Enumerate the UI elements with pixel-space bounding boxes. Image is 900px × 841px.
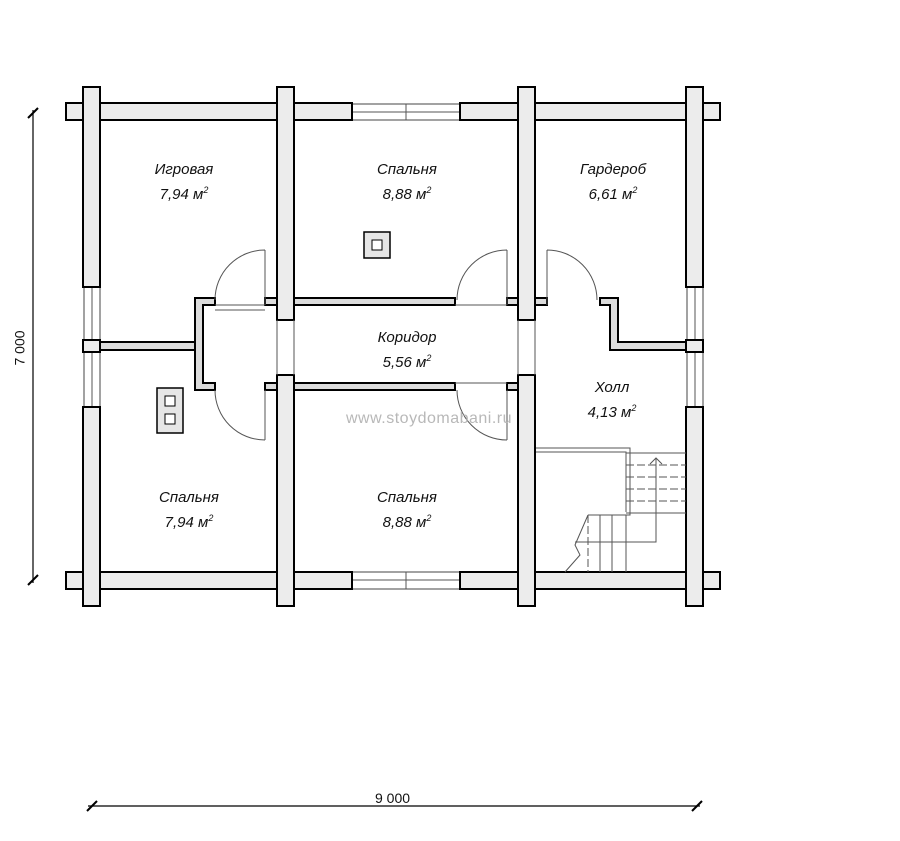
room-area: 7,94 м2 (164, 513, 214, 531)
room-name: Коридор (377, 329, 437, 346)
width-dimension-label: 9 000 (375, 790, 411, 806)
room-area: 6,61 м2 (588, 185, 638, 203)
partitions (82, 297, 704, 391)
room-area: 7,94 м2 (159, 185, 209, 203)
room-name: Спальня (377, 489, 437, 506)
room-name: Игровая (154, 161, 214, 178)
room-name: Спальня (377, 161, 437, 178)
room-area: 4,13 м2 (587, 403, 637, 421)
room-area: 8,88 м2 (382, 513, 432, 531)
staircase (536, 447, 686, 573)
room-label-igrovaya: Игровая 7,94 м2 (124, 160, 244, 205)
watermark: www.stoydomabani.ru (346, 410, 513, 427)
stove-icon (156, 387, 184, 434)
stove-icon (363, 231, 391, 259)
room-name: Гардероб (579, 161, 647, 178)
room-label-koridor: Коридор 5,56 м2 (347, 328, 467, 373)
room-label-spalnya-bottom: Спальня 8,88 м2 (347, 488, 467, 533)
log-walls (65, 86, 721, 607)
room-label-garderob: Гардероб 6,61 м2 (553, 160, 673, 205)
room-label-spalnya-top: Спальня 8,88 м2 (347, 160, 467, 205)
room-name: Холл (594, 379, 630, 396)
room-area: 5,56 м2 (382, 353, 432, 371)
room-area: 8,88 м2 (382, 185, 432, 203)
room-name: Спальня (159, 489, 219, 506)
height-dimension-label: 7 000 (11, 330, 28, 366)
doors (214, 249, 598, 441)
room-label-holl: Холл 4,13 м2 (552, 378, 672, 423)
dimension-lines (27, 107, 703, 812)
room-label-spalnya-left: Спальня 7,94 м2 (129, 488, 249, 533)
